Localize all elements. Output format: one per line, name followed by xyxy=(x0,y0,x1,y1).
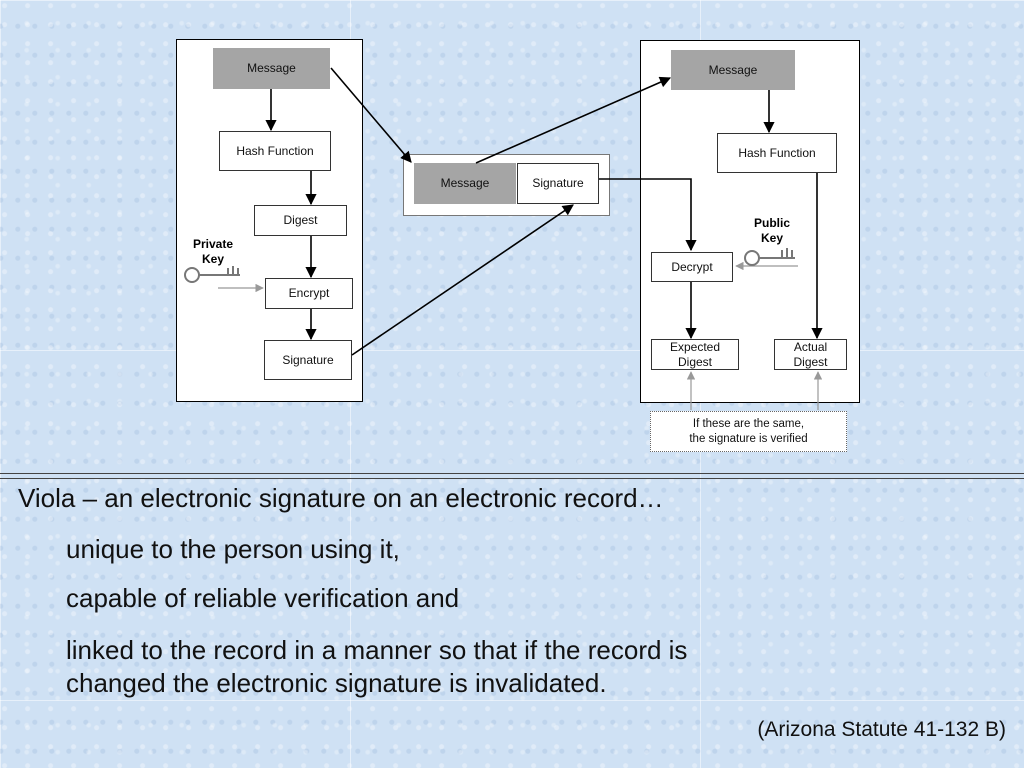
signer-encrypt-box: Encrypt xyxy=(265,278,353,309)
text-line-2: unique to the person using it, xyxy=(66,534,400,564)
separator-line-bottom xyxy=(0,478,1024,479)
private-key-label: Private Key xyxy=(192,237,234,266)
signer-digest-box: Digest xyxy=(254,205,347,236)
transmitted-message-box: Message xyxy=(414,163,516,204)
verifier-message-box: Message xyxy=(671,50,795,90)
expected-digest-box: Expected Digest xyxy=(651,339,739,370)
arrow-signature-to-transmitted xyxy=(351,204,574,356)
citation: (Arizona Statute 41-132 B) xyxy=(757,718,1006,741)
public-key-icon xyxy=(744,248,795,266)
separator-line-top xyxy=(0,473,1024,474)
actual-digest-box: Actual Digest xyxy=(774,339,847,370)
text-line-1: Viola – an electronic signature on an el… xyxy=(18,483,664,513)
public-key-label: Public Key xyxy=(753,216,790,245)
text-line-4a: linked to the record in a manner so that… xyxy=(66,635,688,665)
text-line-3: capable of reliable verification and xyxy=(66,583,460,613)
arrow-message-to-transmitted xyxy=(330,67,412,163)
signer-hash-function-box: Hash Function xyxy=(219,131,331,171)
private-key-icon xyxy=(184,266,240,283)
transmitted-signature-box: Signature xyxy=(517,163,599,204)
arrow-transmitted-to-verifier-message xyxy=(475,76,672,164)
text-line-4b: changed the electronic signature is inva… xyxy=(66,668,607,698)
verifier-hash-function-box: Hash Function xyxy=(717,133,837,173)
signer-signature-box: Signature xyxy=(264,340,352,380)
signer-message-box: Message xyxy=(213,48,330,89)
arrow-signature-to-decrypt xyxy=(599,178,697,252)
verification-note-box: If these are the same, the signature is … xyxy=(650,411,847,452)
verifier-decrypt-box: Decrypt xyxy=(651,252,733,282)
